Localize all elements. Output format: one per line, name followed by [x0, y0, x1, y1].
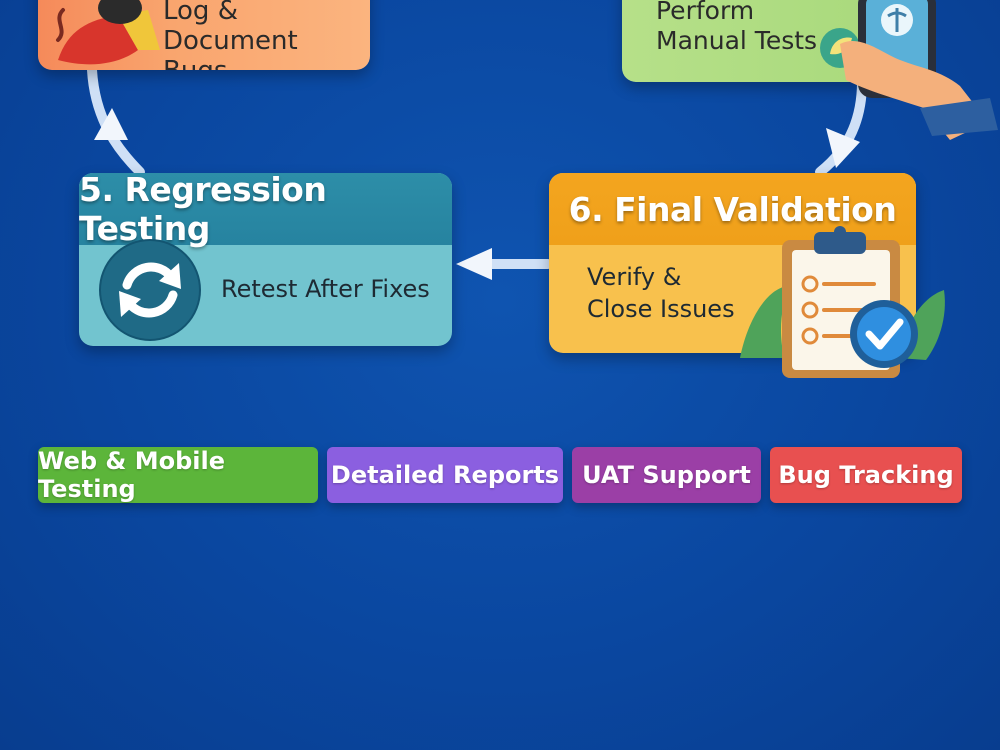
tag-detailed-reports: Detailed Reports [327, 447, 563, 503]
arrowhead-down-icon [826, 128, 860, 168]
step-card-log-bugs: Log & Document Bugs [38, 0, 370, 70]
step-manual-line-1: Perform [656, 0, 755, 25]
step-final-line-2: Close Issues [587, 295, 735, 323]
phone-in-hand-icon [840, 0, 998, 140]
step-regression-body: Retest After Fixes [79, 239, 452, 346]
step-log-line-1: Log & Document [163, 0, 298, 56]
step-manual-text: Perform Manual Tests [656, 0, 817, 56]
step-final-line-1: Verify & [587, 263, 682, 291]
arrowhead-left-icon [456, 248, 492, 280]
step-final-description: Verify & Close Issues [587, 261, 735, 325]
step-final-title: 6. Final Validation [549, 173, 916, 245]
connector-manual-to-final [815, 77, 867, 177]
step-final-body: Verify & Close Issues [549, 245, 916, 353]
tag-web-mobile-testing: Web & Mobile Testing [38, 447, 318, 503]
tag-uat-support: UAT Support [572, 447, 761, 503]
tag-bug-tracking: Bug Tracking [770, 447, 962, 503]
step-log-line-2: Bugs [163, 56, 370, 70]
clipboard-check-icon [740, 226, 945, 378]
step-card-regression-testing: 5. Regression Testing Retest After Fixes [79, 173, 452, 346]
refresh-icon [99, 239, 201, 341]
step-log-text: Log & Document Bugs [163, 0, 370, 70]
step-manual-line-2: Manual Tests [656, 26, 818, 55]
bug-icon [56, 0, 160, 65]
arrowhead-up-icon [94, 108, 128, 140]
step-regression-description: Retest After Fixes [221, 275, 430, 303]
step-regression-title: 5. Regression Testing [79, 173, 452, 248]
